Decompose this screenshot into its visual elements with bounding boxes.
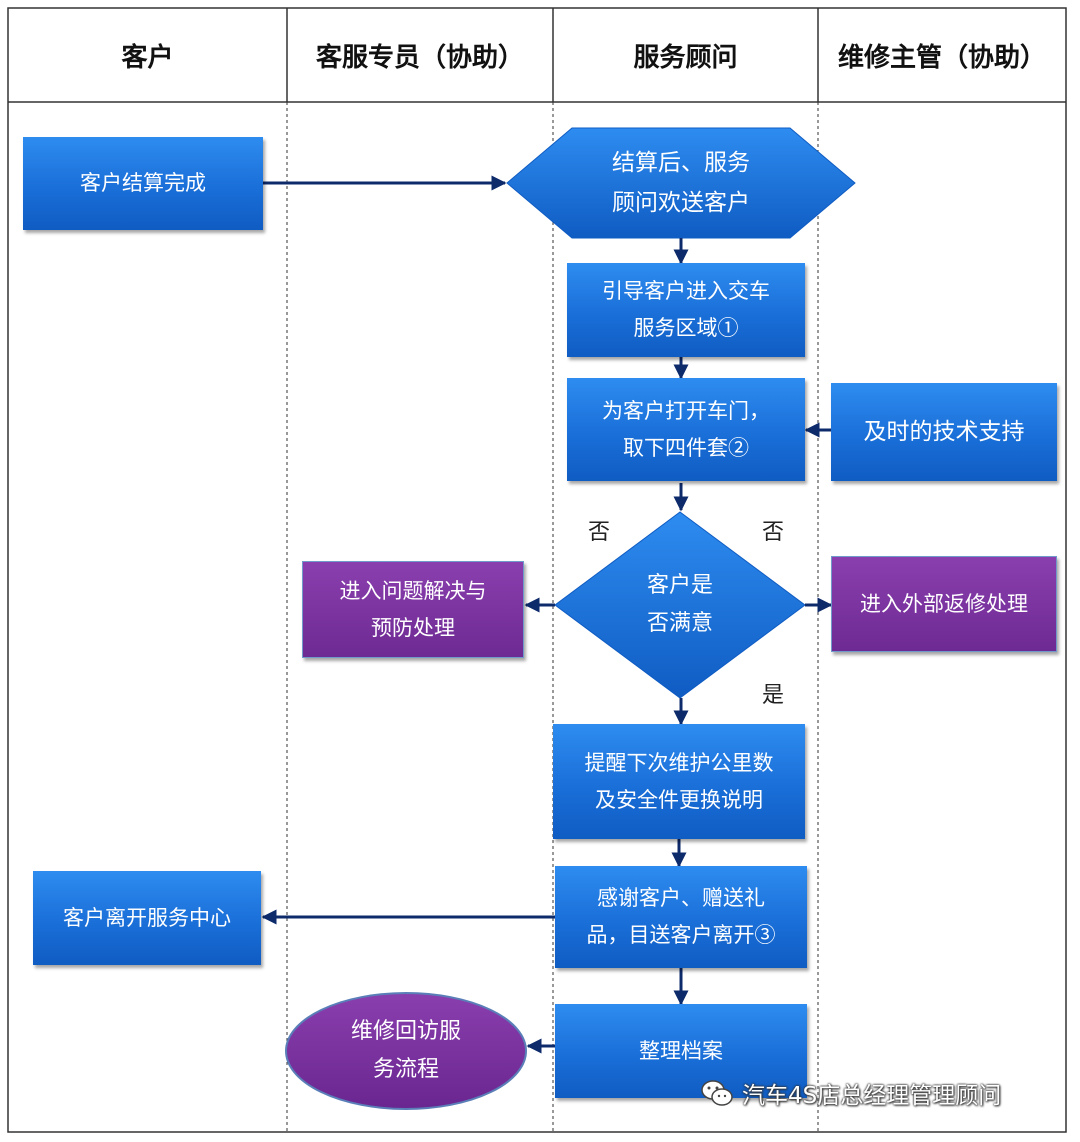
node-external-rework: 进入外部返修处理	[831, 556, 1057, 652]
node-revisit: 维修回访服 务流程	[350, 1018, 461, 1083]
node-satisfied: 客户是 否满意	[646, 572, 713, 637]
node-archive: 整理档案	[555, 1004, 807, 1098]
node-problem-solving: 进入问题解决与 预防处理	[302, 561, 524, 658]
node-reminder: 提醒下次维护公里数 及安全件更换说明	[553, 724, 805, 839]
revisit-ellipse	[285, 992, 527, 1110]
lane-title-service-specialist: 客服专员（协助）	[315, 42, 524, 73]
node-thanks: 感谢客户、赠送礼 品，目送客户离开③	[555, 866, 807, 968]
label-no-left: 否	[588, 520, 611, 545]
node-customer-leaves: 客户离开服务中心	[33, 871, 261, 965]
farewell-hexagon	[506, 127, 856, 239]
node-open-door: 为客户打开车门， 取下四件套②	[567, 378, 805, 481]
wechat-icon	[701, 1080, 733, 1106]
watermark: 汽车4S店总经理管理顾问	[700, 1076, 1001, 1110]
label-no-right: 否	[762, 520, 785, 545]
lane-title-service-advisor: 服务顾问	[633, 42, 738, 73]
node-tech-support: 及时的技术支持	[831, 383, 1057, 481]
lane-title-customer: 客户	[121, 42, 174, 73]
node-customer-checkout: 客户结算完成	[23, 137, 263, 230]
node-farewell: 结算后、服务 顾问欢送客户	[612, 149, 750, 216]
watermark-text: 汽车4S店总经理管理顾问	[742, 1083, 1002, 1109]
lane-title-repair-supervisor: 维修主管（协助）	[837, 42, 1046, 73]
label-yes: 是	[762, 683, 785, 708]
table-border	[7, 7, 1067, 1133]
node-guide-area: 引导客户进入交车 服务区域①	[567, 263, 805, 357]
